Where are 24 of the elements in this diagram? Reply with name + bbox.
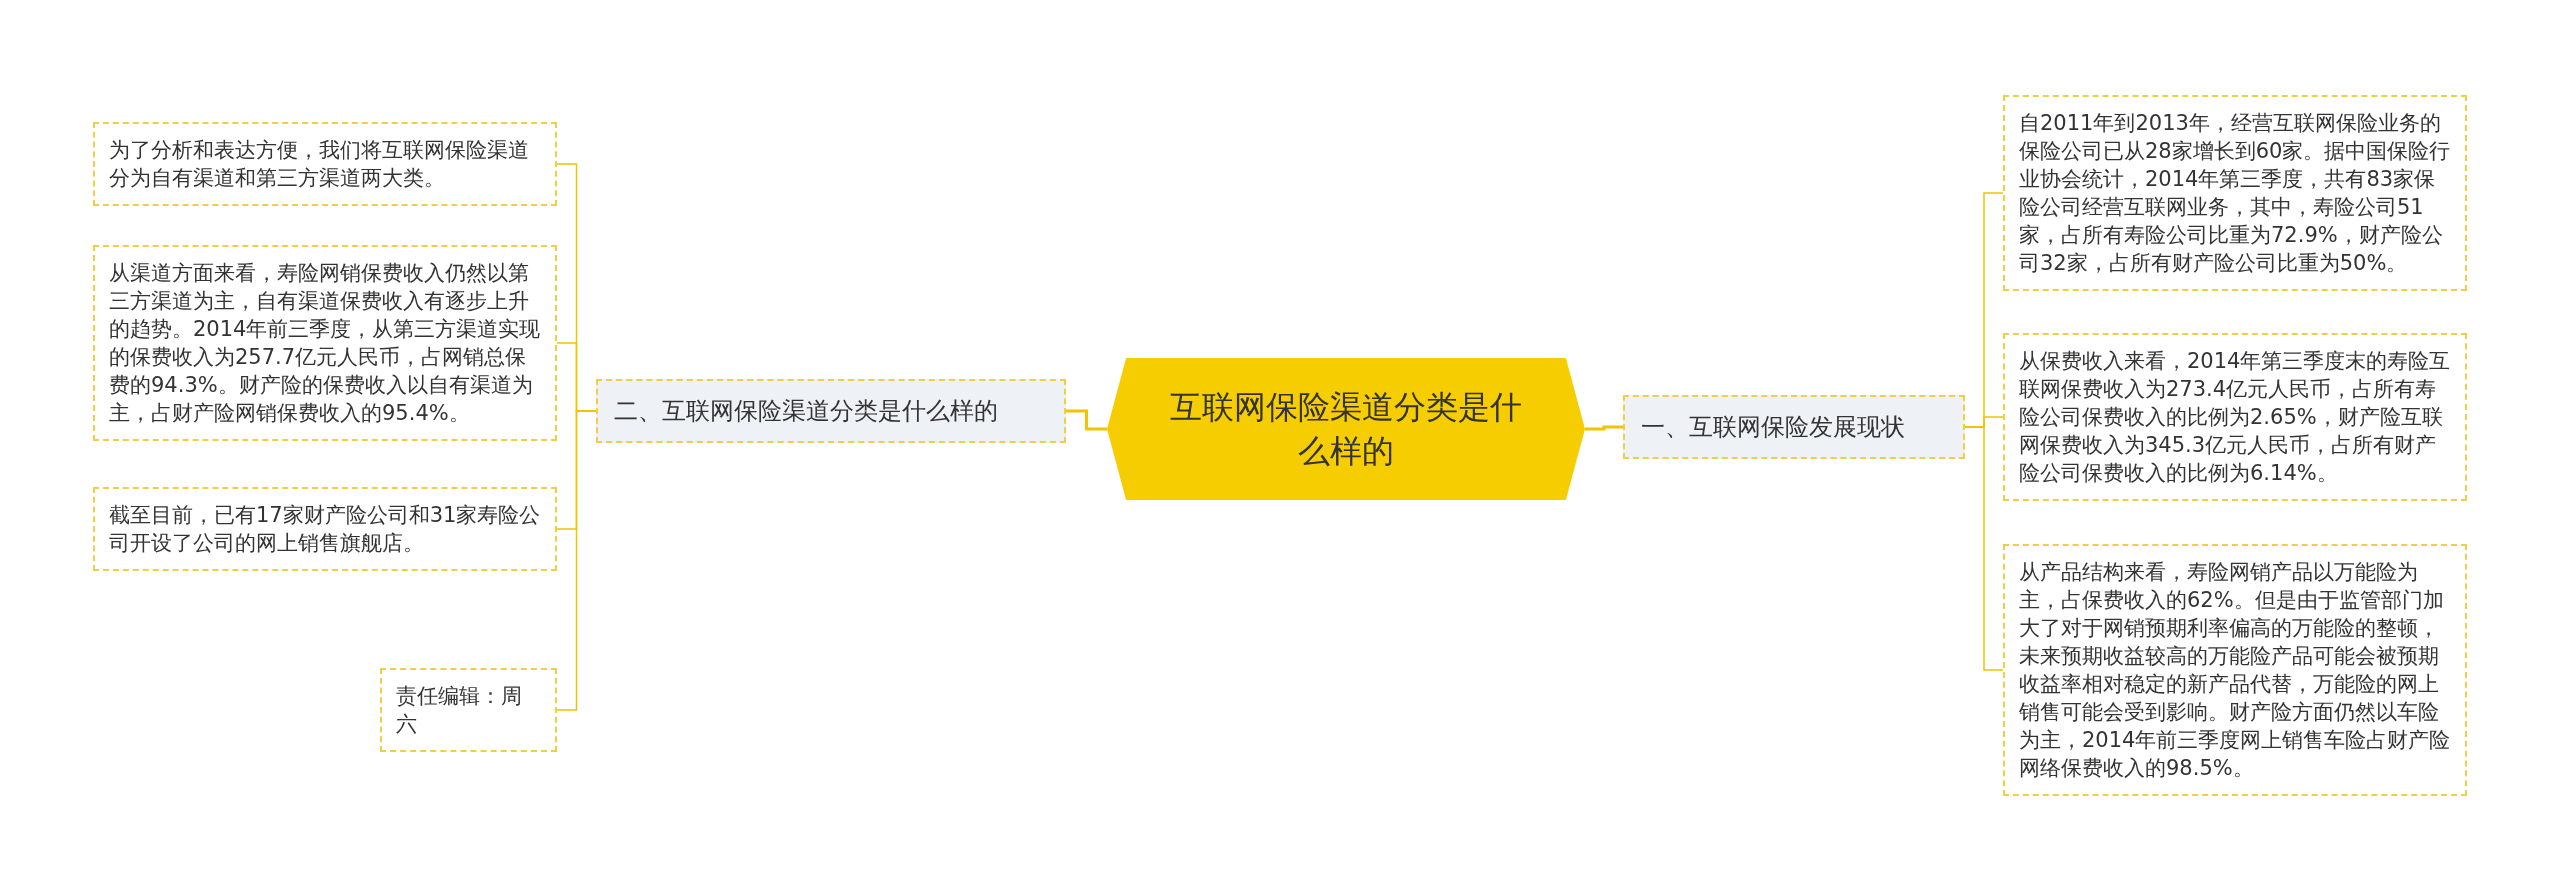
note-box — [93, 487, 557, 571]
note-text: 从保费收入来看，2014年第三季度末的寿险互联网保费收入为273.4亿元人民币，占所有寿险公司保费收入的比例为2.65%，财产险互联网保费收入为345.3亿元人民币，占所有财产险公司保费收入的比例为6.14%。 — [2019, 348, 2451, 487]
note-text: 自2011年到2013年，经营互联网保险业务的保险公司已从28家增长到60家。据中国保险行业协会统计，2014年第三季度，共有83家保险公司经营互联网业务，其中，寿险公司51家，占所有寿险公司比重为72.9%，财产险公司32家，占所有财产险公司比重为50%。 — [2019, 110, 2451, 277]
note-box — [380, 668, 557, 752]
note-text: 从产品结构来看，寿险网销产品以万能险为主，占保费收入的62%。但是由于监管部门加大了对于网销预期利率偏高的万能险的整顿，未来预期收益较高的万能险产品可能会被预期收益率相对稳定的新产品代替，万能险的网上销售可能会受到影响。财产险方面仍然以车险为主，2014年前三季度网上销售车险占财产险网络保费收入的98.5%。 — [2019, 559, 2451, 782]
note-box — [2003, 333, 2467, 501]
note-box — [2003, 544, 2467, 796]
note-box — [2003, 95, 2467, 291]
note-text: 从渠道方面来看，寿险网销保费收入仍然以第三方渠道为主，自有渠道保费收入有逐步上升的趋势。2014年前三季度，从第三方渠道实现的保费收入为257.7亿元人民币，占网销总保费的94.3%。财产险的保费收入以自有渠道为主，占财产险网销保费收入的95.4%。 — [109, 260, 541, 427]
branch-box — [1623, 395, 1965, 459]
branch-title: 一、互联网保险发展现状 — [1641, 412, 1906, 443]
connector-line — [1585, 425, 1623, 431]
note-text: 截至目前，已有17家财产险公司和31家寿险公司开设了公司的网上销售旗舰店。 — [109, 502, 541, 557]
note-text: 责任编辑：周六 — [396, 683, 523, 738]
note-box — [93, 122, 557, 206]
branch-box — [596, 379, 1066, 443]
connector-line — [1066, 409, 1107, 431]
branch-title: 二、互联网保险渠道分类是什么样的 — [614, 396, 999, 427]
connector-line — [1964, 426, 2004, 671]
topic-hexagon — [1107, 358, 1585, 500]
topic-title: 互联网保险渠道分类是什么样的 — [1169, 387, 1523, 472]
connector-line — [556, 410, 597, 711]
note-text: 为了分析和表达方便，我们将互联网保险渠道分为自有渠道和第三方渠道两大类。 — [109, 137, 530, 192]
note-box — [93, 245, 557, 441]
